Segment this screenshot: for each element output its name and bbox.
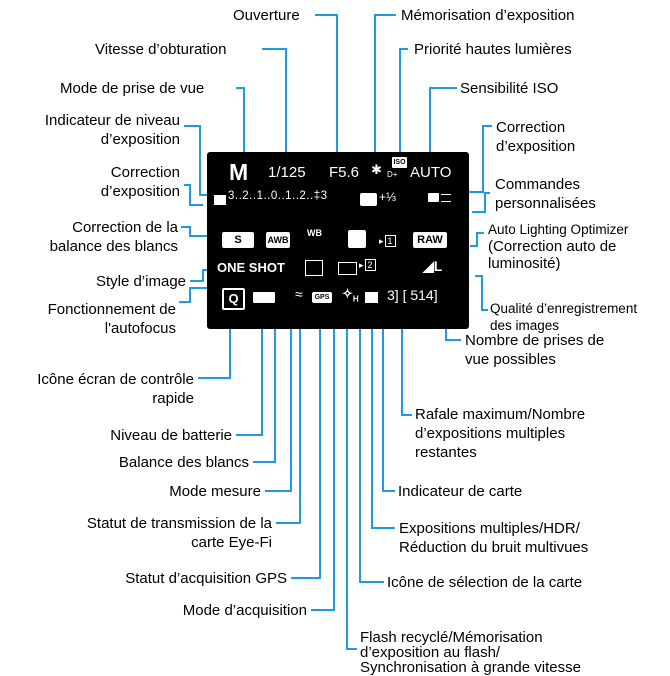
card-indicator-icon <box>365 292 378 303</box>
line-alo <box>470 232 484 247</box>
line-eyefi <box>276 299 301 524</box>
eyefi-status-icon: ≈ <box>295 286 303 302</box>
line-ae-lock <box>374 14 396 162</box>
metering-mode-icon <box>305 260 323 276</box>
line-card-ind <box>382 300 395 492</box>
flash-comp-icon <box>360 193 377 206</box>
label-battery: Niveau de batterie <box>110 427 232 444</box>
line-iso <box>429 87 457 160</box>
line-aperture <box>315 14 338 156</box>
label-highlight: Priorité hautes lumières <box>414 41 572 58</box>
raw-quality-icon: RAW <box>413 232 447 248</box>
line-shutter <box>262 48 287 156</box>
quick-control-icon: Q <box>222 288 245 310</box>
exposure-comp-icon <box>214 195 226 205</box>
line-style <box>190 269 210 282</box>
label-style: Style d’image <box>95 273 186 290</box>
label-gps: Statut d’acquisition GPS <box>125 570 287 587</box>
line-highlight <box>399 48 408 162</box>
highlight-tone-priority-icon: D+ <box>387 170 398 179</box>
card-selection-icon: ▸2 <box>359 259 376 271</box>
line-q <box>198 328 231 379</box>
line-multi <box>371 302 395 529</box>
label-metering: Mode mesure <box>169 483 261 500</box>
label-mode: Mode de prise de vue <box>60 80 205 97</box>
label-card-sel: Icône de sélection de la carte <box>387 574 583 591</box>
label-shutter: Vitesse d’obturation <box>95 41 227 58</box>
label-wb: Balance des blancs <box>118 454 249 471</box>
line-af <box>179 287 216 303</box>
shutter-speed: 1/125 <box>268 164 306 181</box>
line-drive <box>311 302 335 611</box>
line-quality <box>475 275 488 311</box>
line-battery <box>236 302 263 436</box>
iso-value: AUTO <box>410 164 452 181</box>
label-iso: Sensibilité ISO <box>460 80 559 97</box>
line-metering <box>265 282 292 492</box>
shooting-mode: M <box>229 159 249 185</box>
line-custom <box>472 192 490 213</box>
line-exp-comp-left <box>184 184 203 206</box>
ae-lock-icon: ✱ <box>371 162 382 177</box>
awb-icon: AWB <box>266 232 290 248</box>
gps-icon: GPS <box>312 292 332 303</box>
line-mode <box>236 87 245 158</box>
picture-style-icon: S <box>222 232 254 248</box>
battery-icon <box>253 292 275 303</box>
label-ae-lock: Mémorisation d’exposition <box>401 7 575 24</box>
jpeg-quality-icon: ◢L <box>423 258 443 274</box>
auto-lighting-optimizer-icon <box>348 230 366 248</box>
exposure-level-scale: 3..2..1..0..1..2..‡3 <box>228 190 328 202</box>
af-mode: ONE SHOT <box>217 260 285 275</box>
flash-ready-icon: ✧H <box>342 286 359 304</box>
multi-exposure-icon <box>338 262 357 275</box>
burst-box: 1 <box>384 235 396 247</box>
label-alo: Auto Lighting Optimizer(Correction auto … <box>488 222 629 272</box>
line-card-sel <box>359 300 384 583</box>
aperture-value: F5.6 <box>329 164 360 181</box>
iso-badge: ISO <box>392 157 407 168</box>
shots-remaining: 3] [ 514] <box>387 287 438 303</box>
line-gps <box>291 305 321 579</box>
custom-controls-icon <box>428 193 439 202</box>
camera-status-screen: M 1/125 F5.6 ✱ ISO D+ AUTO 3..2..1..0..1… <box>207 152 469 329</box>
custom-controls-lines <box>441 194 451 202</box>
line-flash <box>346 300 357 650</box>
label-drive: Mode d’acquisition <box>182 602 307 619</box>
label-card-ind: Indicateur de carte <box>398 483 523 500</box>
flash-comp-value: +⅓ <box>379 190 397 204</box>
max-burst-indicator: ▸1 <box>379 235 396 247</box>
wb-correction-icon: WB <box>307 228 322 238</box>
label-multi: Expositions multiples/HDR/Réduction du b… <box>399 520 589 556</box>
label-aperture: Ouverture <box>233 7 300 24</box>
